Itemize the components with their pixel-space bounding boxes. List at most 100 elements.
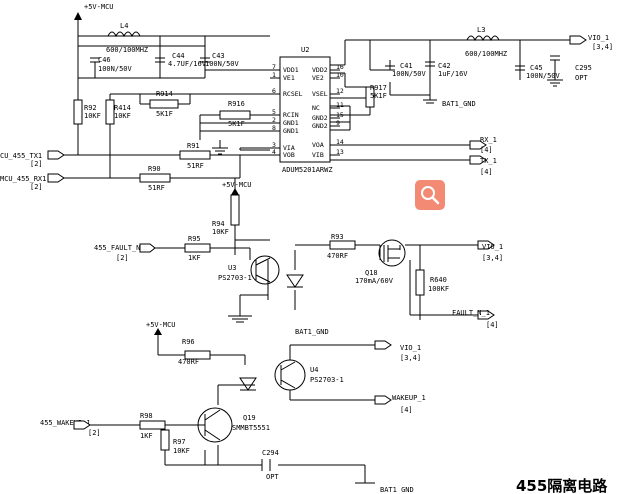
svg-text:RX_1: RX_1 — [480, 136, 497, 144]
pin-num: 2 — [272, 116, 276, 124]
res-r92: R92 10KF — [73, 99, 101, 125]
svg-text:5K1F: 5K1F — [156, 110, 173, 118]
wires — [64, 20, 570, 483]
svg-text:[4]: [4] — [400, 406, 413, 414]
res-r90: R90 51RF — [139, 165, 171, 192]
p5v-mid: +5V-MCU — [222, 181, 252, 195]
res-r97: R97 10KF — [160, 429, 190, 455]
port-vio-top: VIO_1 [3,4] — [569, 34, 613, 51]
svg-text:600/100MHZ: 600/100MHZ — [106, 46, 148, 54]
optocoupler-u4: U4 PS2703-1 — [239, 359, 344, 391]
svg-text:U3: U3 — [228, 264, 236, 272]
cap-c46: C46 100N/50V — [90, 56, 133, 73]
res-r98: R98 1KF — [139, 412, 166, 440]
port-cu-tx: CU_455_TX1 [2] — [0, 150, 65, 168]
svg-text:R96: R96 — [182, 338, 195, 346]
svg-text:1KF: 1KF — [188, 254, 201, 262]
res-r91: R91 51RF — [179, 142, 211, 170]
port-wakeup: 455_WAKEUP_1 [2] — [40, 419, 101, 437]
svg-text:R91: R91 — [187, 142, 200, 150]
svg-text:100N/50V: 100N/50V — [392, 70, 427, 78]
gnd-label: BAT1_GND — [295, 328, 329, 336]
pin-label: NC — [312, 104, 320, 112]
svg-text:MCU_455_RX1: MCU_455_RX1 — [0, 175, 46, 183]
svg-text:5K1F: 5K1F — [370, 92, 387, 100]
inductor-l3: L3 600/100MHZ — [465, 26, 507, 58]
search-icon — [421, 186, 440, 205]
pin-num: 13 — [336, 148, 344, 156]
svg-text:C45: C45 — [530, 64, 543, 72]
port-vio-mid: VIO_1 [3,4] — [477, 240, 503, 262]
svg-text:ADUM5201ARWZ: ADUM5201ARWZ — [282, 166, 333, 174]
svg-text:C294: C294 — [262, 449, 279, 457]
svg-text:100N/50V: 100N/50V — [205, 60, 240, 68]
svg-text:170mA/60V: 170mA/60V — [355, 277, 394, 285]
svg-text:R90: R90 — [148, 165, 161, 173]
svg-text:51RF: 51RF — [148, 184, 165, 192]
svg-text:R97: R97 — [173, 438, 186, 446]
pin-label: VE2 — [312, 74, 324, 82]
svg-text:L4: L4 — [120, 22, 128, 30]
page-title: 455隔离电路 — [516, 477, 608, 494]
port-vio-low: VIO_1 [3,4] — [374, 340, 421, 362]
svg-text:WAKEUP_1: WAKEUP_1 — [392, 394, 426, 402]
res-r95: R95 1KF — [184, 235, 211, 262]
svg-text:OPT: OPT — [266, 473, 279, 481]
pin-num: 5 — [272, 108, 276, 116]
svg-text:VIO_1: VIO_1 — [588, 34, 609, 42]
svg-text:100N/50V: 100N/50V — [98, 65, 133, 73]
svg-text:C41: C41 — [400, 62, 413, 70]
pin-num: 10 — [336, 71, 344, 79]
svg-text:R917: R917 — [370, 84, 387, 92]
svg-text:R914: R914 — [156, 90, 173, 98]
svg-text:[4]: [4] — [480, 168, 493, 176]
svg-text:Q19: Q19 — [243, 414, 256, 422]
pin-num: 14 — [336, 138, 344, 146]
svg-text:R414: R414 — [114, 104, 131, 112]
pin-num: 6 — [272, 87, 276, 95]
svg-text:R916: R916 — [228, 100, 245, 108]
svg-text:470RF: 470RF — [327, 252, 348, 260]
pin-label: GND2 — [312, 114, 328, 122]
supply-label: +5V-MCU — [146, 321, 176, 329]
port-rx1: RX_1 [4] — [469, 136, 497, 154]
svg-text:R98: R98 — [140, 412, 153, 420]
cap-c294: C294 OPT — [261, 449, 279, 481]
svg-text:[2]: [2] — [88, 429, 101, 437]
gnd-label: BAT1_GND — [442, 100, 476, 108]
pin-num: 9 — [336, 119, 340, 127]
pin-num: 16 — [336, 63, 344, 71]
pin-label: VIA — [283, 144, 295, 152]
pin-label: RCIN — [283, 111, 299, 119]
pin-label: RCSEL — [283, 90, 303, 98]
svg-text:600/100MHZ: 600/100MHZ — [465, 50, 507, 58]
svg-text:R94: R94 — [212, 220, 225, 228]
svg-text:CU_455_TX1: CU_455_TX1 — [0, 152, 42, 160]
svg-text:SMMBT5551: SMMBT5551 — [232, 424, 270, 432]
svg-text:[3,4]: [3,4] — [400, 354, 421, 362]
ic-u2: U2 ADUM5201ARWZ — [270, 46, 340, 174]
port-wakeup1: WAKEUP_1 [4] — [374, 394, 426, 414]
svg-text:Q18: Q18 — [365, 269, 378, 277]
svg-text:10KF: 10KF — [114, 112, 131, 120]
res-r640: R640 100KF — [415, 269, 449, 296]
svg-text:R640: R640 — [430, 276, 447, 284]
svg-text:455_WAKEUP_1: 455_WAKEUP_1 — [40, 419, 91, 427]
svg-text:C43: C43 — [212, 52, 225, 60]
res-r414: R414 10KF — [105, 99, 131, 125]
svg-text:OPT: OPT — [575, 74, 588, 82]
port-tx1: TX_1 [4] — [469, 155, 497, 176]
svg-text:PS2703-1: PS2703-1 — [310, 376, 344, 384]
mosfet-q18: Q18 170mA/60V — [355, 239, 406, 285]
pin-num: 1 — [272, 71, 276, 79]
svg-text:U2: U2 — [301, 46, 309, 54]
zoom-button[interactable] — [415, 180, 445, 210]
svg-text:[4]: [4] — [486, 321, 499, 329]
cap-c44: C44 4.7UF/16V — [155, 52, 207, 68]
gnd-label: BAT1 GND — [380, 486, 414, 494]
svg-text:C44: C44 — [172, 52, 185, 60]
svg-text:FAULT_N_1: FAULT_N_1 — [452, 309, 490, 317]
svg-text:1uF/16V: 1uF/16V — [438, 70, 468, 78]
svg-text:100KF: 100KF — [428, 285, 449, 293]
